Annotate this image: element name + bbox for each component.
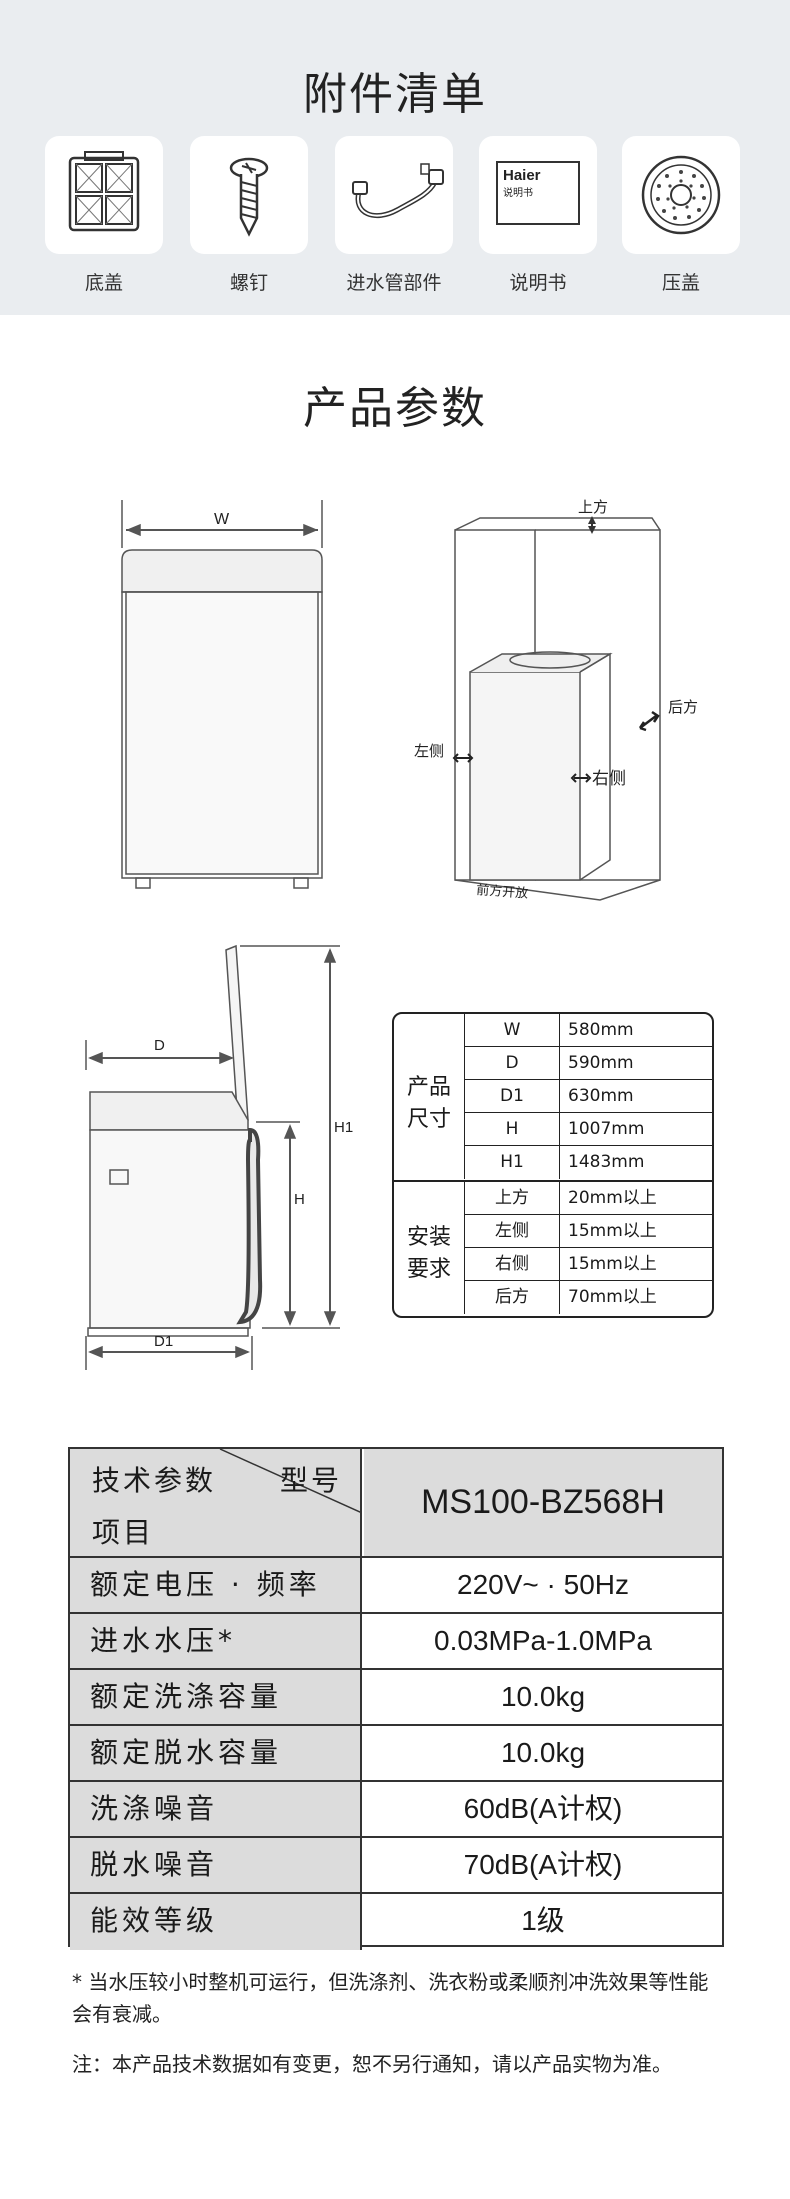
dim-row: 右侧 15mm以上 bbox=[464, 1248, 712, 1281]
header-tech-params: 技术参数 bbox=[92, 1464, 217, 1497]
spec-row: 额定洗涤容量 10.0kg bbox=[70, 1670, 722, 1726]
spec-table-header: 技术参数 型号 项目 MS100-BZ568H bbox=[70, 1449, 722, 1558]
note-disclaimer: 注：本产品技术数据如有变更，恕不另行通知，请以产品实物为准。 bbox=[72, 2052, 672, 2076]
dim-label-w: W bbox=[214, 511, 230, 528]
dimensions-table: 产品 尺寸 安装 要求 W 580mm D 590mm D1 630mm H 1007m… bbox=[392, 1012, 714, 1318]
dim-value: 15mm以上 bbox=[568, 1254, 657, 1274]
accessory-label-screw: 螺钉 bbox=[229, 272, 268, 294]
spec-value: 10.0kg bbox=[500, 1737, 586, 1768]
dim-value: 630mm bbox=[568, 1086, 634, 1106]
dim-label-right: 右侧 bbox=[592, 769, 626, 788]
header-model: 型号 bbox=[280, 1464, 343, 1497]
accessory-card-gland-cover bbox=[622, 136, 740, 254]
dim-row: H1 1483mm bbox=[464, 1146, 712, 1179]
dim-row: 后方 70mm以上 bbox=[464, 1281, 712, 1314]
dim-key: 右侧 bbox=[464, 1248, 560, 1280]
dim-label-left: 左侧 bbox=[414, 743, 444, 760]
dim-divider bbox=[394, 1180, 712, 1182]
gland-cover-icon bbox=[641, 155, 721, 235]
dim-label-h1: H1 bbox=[334, 1119, 353, 1136]
note-water-pressure: * 当水压较小时整机可运行，但洗涤剂、洗衣粉或柔顺剂冲洗效果等性能会有衰减。 bbox=[72, 1970, 709, 2026]
spec-value: 60dB(A计权) bbox=[463, 1793, 623, 1824]
accessory-label-inlet-hose: 进水管部件 bbox=[346, 272, 442, 294]
screw-icon bbox=[229, 157, 269, 237]
front-view-diagram bbox=[121, 500, 323, 889]
dim-row: D1 630mm bbox=[464, 1080, 712, 1113]
dim-label-d: D bbox=[154, 1037, 165, 1054]
manual-subtitle: 说明书 bbox=[503, 186, 533, 199]
params-title: 产品参数 bbox=[303, 383, 487, 434]
dim-row: D 590mm bbox=[464, 1047, 712, 1080]
dim-group-product-size: 产品 尺寸 bbox=[406, 1075, 451, 1132]
spec-value: 10.0kg bbox=[500, 1681, 586, 1712]
side-view-diagram bbox=[85, 944, 340, 1370]
dim-row: H 1007mm bbox=[464, 1113, 712, 1146]
dim-key: D1 bbox=[464, 1080, 560, 1112]
dim-key: 上方 bbox=[464, 1182, 560, 1214]
dim-value: 1483mm bbox=[568, 1152, 645, 1172]
spec-row: 额定电压 · 频率 220V~ · 50Hz bbox=[70, 1558, 722, 1614]
accessory-card-bottom-cover bbox=[45, 136, 163, 254]
dim-key: W bbox=[464, 1014, 560, 1046]
dim-label-front: 前方开放 bbox=[476, 882, 529, 901]
model-number: MS100-BZ568H bbox=[364, 1449, 722, 1556]
spec-value: 220V~ · 50Hz bbox=[457, 1569, 629, 1600]
spec-key: 额定电压 · 频率 bbox=[70, 1558, 362, 1612]
dim-label-top: 上方 bbox=[578, 499, 608, 516]
spec-value: 70dB(A计权) bbox=[463, 1849, 623, 1880]
dim-row: 左侧 15mm以上 bbox=[464, 1215, 712, 1248]
dim-key: D bbox=[464, 1047, 560, 1079]
dim-key: H1 bbox=[464, 1146, 560, 1179]
spec-row: 额定脱水容量 10.0kg bbox=[70, 1726, 722, 1782]
dim-value: 15mm以上 bbox=[568, 1221, 657, 1241]
accessories-section: 附件清单 底盖 螺钉 进水管部件 bbox=[0, 0, 790, 315]
dim-label-back: 后方 bbox=[668, 699, 698, 716]
dim-label-h: H bbox=[294, 1191, 305, 1208]
dim-key: 后方 bbox=[464, 1281, 560, 1314]
accessory-label-bottom-cover: 底盖 bbox=[84, 272, 123, 294]
accessory-label-manual: 说明书 bbox=[509, 272, 567, 294]
spec-row: 进水水压* 0.03MPa-1.0MPa bbox=[70, 1614, 722, 1670]
spec-key: 能效等级 bbox=[70, 1894, 362, 1950]
product-diagrams: W 上方 后方 左侧 右侧 前方开放 bbox=[85, 499, 698, 1370]
spec-value: 0.03MPa-1.0MPa bbox=[434, 1625, 652, 1656]
dim-value: 590mm bbox=[568, 1053, 634, 1073]
accessory-card-inlet-hose bbox=[335, 136, 453, 254]
header-diagonal bbox=[219, 1449, 362, 1514]
spec-key: 洗涤噪音 bbox=[70, 1782, 362, 1836]
dim-value: 1007mm bbox=[568, 1119, 645, 1139]
accessory-card-screw bbox=[190, 136, 308, 254]
dim-key: H bbox=[464, 1113, 560, 1145]
dim-value: 580mm bbox=[568, 1020, 634, 1040]
spec-row: 能效等级 1级 bbox=[70, 1894, 722, 1950]
spec-row: 洗涤噪音 60dB(A计权) bbox=[70, 1782, 722, 1838]
spec-table: 技术参数 型号 项目 MS100-BZ568H 额定电压 · 频率 220V~ ·… bbox=[68, 1447, 724, 1950]
installation-space-diagram bbox=[454, 517, 661, 901]
spec-value: 1级 bbox=[521, 1905, 565, 1936]
dim-value: 20mm以上 bbox=[568, 1188, 657, 1208]
dim-row: 上方 20mm以上 bbox=[464, 1182, 712, 1215]
spec-key: 额定洗涤容量 bbox=[70, 1670, 362, 1724]
dim-row: W 580mm bbox=[464, 1014, 712, 1047]
dim-label-d1: D1 bbox=[154, 1333, 173, 1350]
manual-icon: Haier 说明书 bbox=[496, 161, 580, 225]
accessory-label-gland-cover: 压盖 bbox=[661, 272, 700, 294]
dim-value: 70mm以上 bbox=[568, 1287, 657, 1307]
spec-header-corner: 技术参数 型号 项目 bbox=[70, 1449, 362, 1556]
spec-row: 脱水噪音 70dB(A计权) bbox=[70, 1838, 722, 1894]
accessories-title: 附件清单 bbox=[303, 69, 487, 120]
accessory-card-manual: Haier 说明书 bbox=[479, 136, 597, 254]
spec-key: 额定脱水容量 bbox=[70, 1726, 362, 1780]
spec-key: 脱水噪音 bbox=[70, 1838, 362, 1892]
bottom-cover-icon bbox=[68, 151, 140, 232]
inlet-hose-icon bbox=[352, 163, 444, 219]
manual-brand: Haier bbox=[503, 167, 541, 184]
spec-key: 进水水压* bbox=[70, 1614, 362, 1668]
dim-key: 左侧 bbox=[464, 1215, 560, 1247]
dim-group-install-req: 安装 要求 bbox=[406, 1225, 451, 1282]
header-item: 项目 bbox=[92, 1516, 155, 1549]
